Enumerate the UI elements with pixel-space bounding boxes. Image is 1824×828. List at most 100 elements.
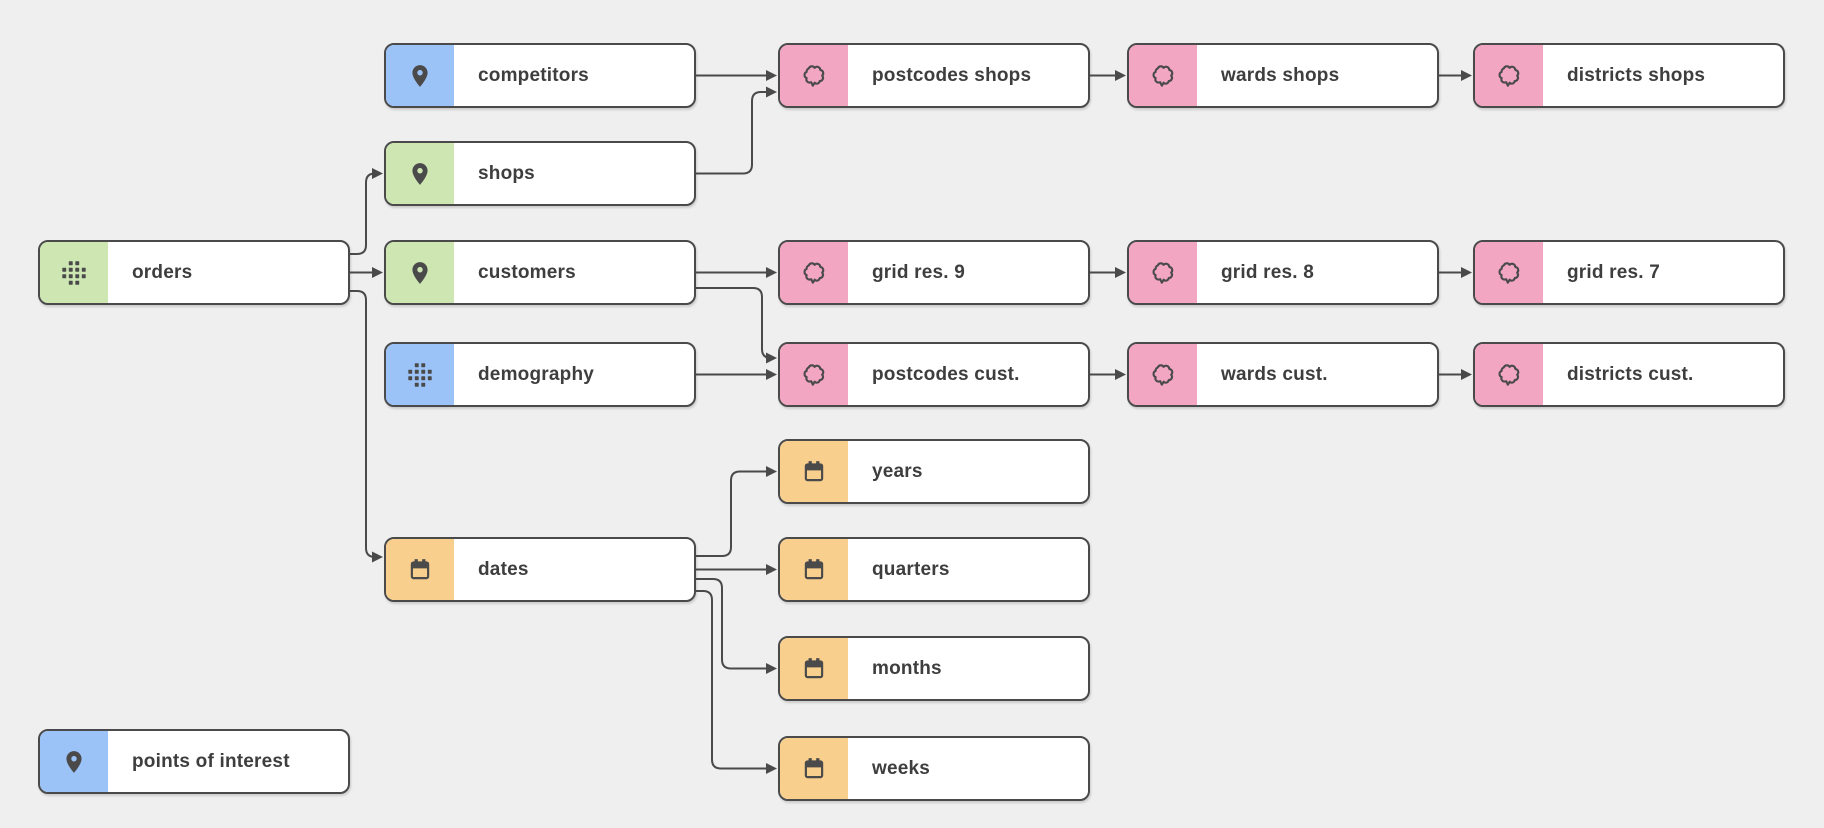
edge-arrowhead-icon xyxy=(766,352,777,364)
node-label: dates xyxy=(478,558,529,580)
icon-strip xyxy=(386,45,454,106)
node-label: grid res. 7 xyxy=(1567,261,1661,283)
icon-strip xyxy=(780,738,848,799)
icon-strip xyxy=(1129,344,1197,405)
node-competitors[interactable]: competitors xyxy=(384,43,696,108)
calendar-icon xyxy=(804,558,824,579)
node-wards-shops[interactable]: wards shops xyxy=(1127,43,1439,108)
region-icon xyxy=(803,64,825,87)
edge-orders-to-shops xyxy=(350,172,376,255)
edge-arrowhead-icon xyxy=(766,70,777,81)
region-icon xyxy=(1498,64,1520,87)
node-label: orders xyxy=(132,261,193,283)
pin-icon xyxy=(412,162,428,185)
dot-grid-icon xyxy=(408,362,432,387)
node-label: demography xyxy=(478,363,595,385)
node-wards-cust[interactable]: wards cust. xyxy=(1127,342,1439,407)
dot-grid-icon xyxy=(62,260,86,285)
icon-strip xyxy=(40,731,108,792)
node-orders[interactable]: orders xyxy=(38,240,350,305)
node-label: wards cust. xyxy=(1221,363,1328,385)
region-icon xyxy=(1152,64,1174,87)
edge-customers-to-postcodes-cust xyxy=(696,287,772,359)
calendar-icon xyxy=(804,657,824,678)
region-icon xyxy=(1152,363,1174,386)
edge-dates-to-years xyxy=(696,470,769,557)
pin-icon xyxy=(412,261,428,284)
edge-arrowhead-icon xyxy=(766,466,777,477)
icon-strip xyxy=(1475,45,1543,106)
node-label: districts shops xyxy=(1567,64,1706,86)
edge-dates-to-months xyxy=(696,578,769,670)
edge-arrowhead-icon xyxy=(766,564,777,575)
node-label: shops xyxy=(478,162,535,184)
node-customers[interactable]: customers xyxy=(384,240,696,305)
node-postcodes-shops[interactable]: postcodes shops xyxy=(778,43,1090,108)
node-label: weeks xyxy=(872,757,931,779)
icon-strip xyxy=(780,441,848,502)
node-postcodes-cust[interactable]: postcodes cust. xyxy=(778,342,1090,407)
icon-strip xyxy=(1475,344,1543,405)
node-grid-res-8[interactable]: grid res. 8 xyxy=(1127,240,1439,305)
icon-strip xyxy=(386,143,454,204)
icon-strip xyxy=(780,344,848,405)
calendar-icon xyxy=(804,460,824,481)
edge-arrowhead-icon xyxy=(1115,369,1126,380)
edge-arrowhead-icon xyxy=(372,168,383,179)
icon-strip xyxy=(386,344,454,405)
node-label: grid res. 8 xyxy=(1221,261,1315,283)
node-points-of-interest[interactable]: points of interest xyxy=(38,729,350,794)
node-years[interactable]: years xyxy=(778,439,1090,504)
node-demography[interactable]: demography xyxy=(384,342,696,407)
edge-orders-to-dates xyxy=(350,290,376,558)
icon-strip xyxy=(386,242,454,303)
icon-strip xyxy=(1475,242,1543,303)
node-label: customers xyxy=(478,261,576,283)
icon-strip xyxy=(1129,242,1197,303)
edge-arrowhead-icon xyxy=(1115,267,1126,278)
edge-arrowhead-icon xyxy=(1461,267,1472,278)
edge-arrowhead-icon xyxy=(1115,70,1126,81)
node-grid-res-9[interactable]: grid res. 9 xyxy=(778,240,1090,305)
node-grid-res-7[interactable]: grid res. 7 xyxy=(1473,240,1785,305)
edge-arrowhead-icon xyxy=(766,86,777,98)
region-icon xyxy=(1498,261,1520,284)
pin-icon xyxy=(412,64,428,87)
icon-strip xyxy=(1129,45,1197,106)
edge-arrowhead-icon xyxy=(766,267,777,278)
icon-strip xyxy=(780,539,848,600)
calendar-icon xyxy=(804,757,824,778)
node-districts-shops[interactable]: districts shops xyxy=(1473,43,1785,108)
edge-arrowhead-icon xyxy=(766,763,777,774)
node-label: grid res. 9 xyxy=(872,261,966,283)
edge-arrowhead-icon xyxy=(372,551,383,563)
node-dates[interactable]: dates xyxy=(384,537,696,602)
node-label: quarters xyxy=(872,558,950,580)
region-icon xyxy=(803,363,825,386)
node-months[interactable]: months xyxy=(778,636,1090,701)
node-label: months xyxy=(872,657,942,679)
edge-shops-to-postcodes-shops xyxy=(696,91,769,175)
node-shops[interactable]: shops xyxy=(384,141,696,206)
node-label: postcodes shops xyxy=(872,64,1032,86)
edge-arrowhead-icon xyxy=(1461,70,1472,81)
edge-dates-to-weeks xyxy=(696,590,769,770)
icon-strip xyxy=(780,45,848,106)
node-label: wards shops xyxy=(1221,64,1340,86)
edge-arrowhead-icon xyxy=(766,369,777,380)
icon-strip xyxy=(40,242,108,303)
edge-arrowhead-icon xyxy=(766,663,777,674)
icon-strip xyxy=(780,242,848,303)
node-districts-cust[interactable]: districts cust. xyxy=(1473,342,1785,407)
pin-icon xyxy=(66,750,82,773)
icon-strip xyxy=(386,539,454,600)
node-quarters[interactable]: quarters xyxy=(778,537,1090,602)
calendar-icon xyxy=(410,558,430,579)
node-weeks[interactable]: weeks xyxy=(778,736,1090,801)
node-label: years xyxy=(872,460,923,482)
edge-arrowhead-icon xyxy=(372,267,383,278)
icon-strip xyxy=(780,638,848,699)
region-icon xyxy=(803,261,825,284)
